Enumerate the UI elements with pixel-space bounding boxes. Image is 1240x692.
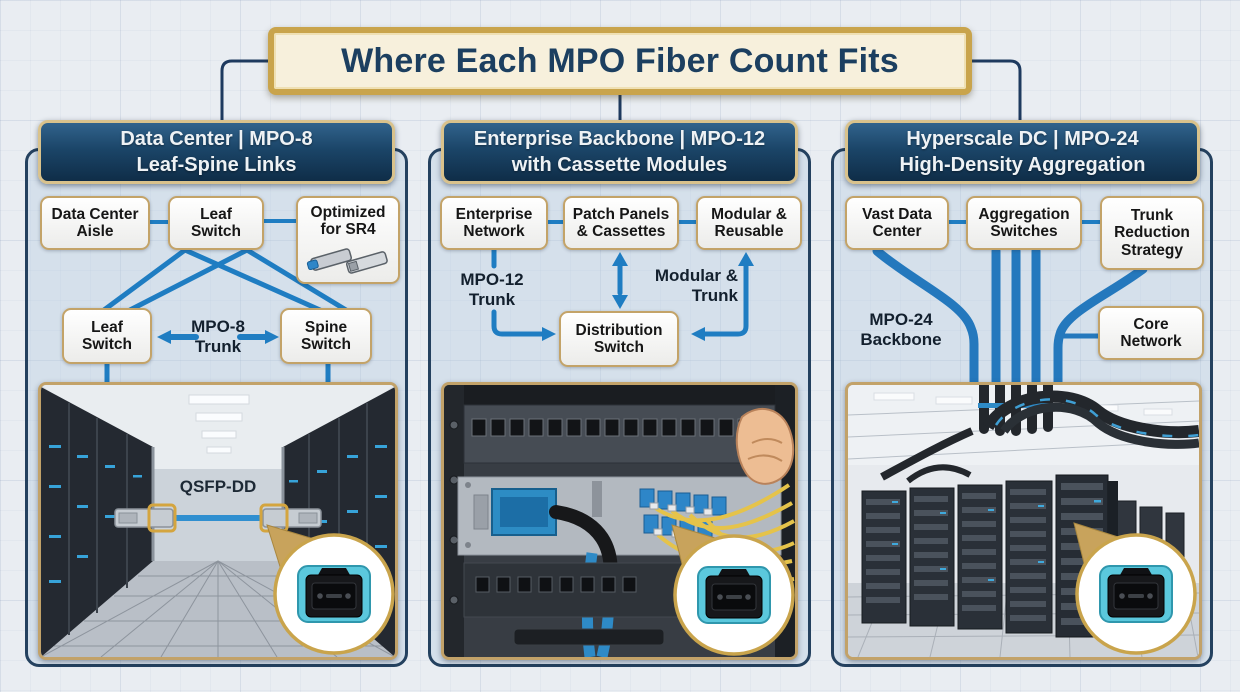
node-leaf-switch-top: Leaf Switch — [168, 196, 264, 250]
datacenter-aisle-scene — [41, 385, 395, 657]
header2-line2: with Cassette Modules — [511, 154, 728, 176]
hand — [735, 408, 795, 485]
image-datacenter-aisle — [38, 382, 398, 660]
image-patch-panel — [441, 382, 798, 660]
header2-line1: Enterprise Backbone | MPO-12 — [473, 128, 766, 150]
label-modular-trunk: Modular & Trunk — [654, 266, 738, 305]
node-enterprise-network: Enterprise Network — [440, 196, 548, 250]
header3-line1: Hyperscale DC | MPO-24 — [906, 128, 1139, 150]
mpo-connector-inset — [273, 533, 395, 655]
label-mpo8-trunk: MPO-8 Trunk — [191, 317, 245, 356]
node-modular-reusable: Modular & Reusable — [696, 196, 802, 250]
patch-panel-scene — [444, 385, 795, 657]
label-mpo24-backbone: MPO-24 Backbone — [860, 310, 942, 349]
qsfp-link — [114, 503, 322, 533]
node-spine-switch: Spine Switch — [280, 308, 372, 364]
node-data-center-aisle: Data Center Aisle — [40, 196, 150, 250]
node-distribution-switch: Distribution Switch — [559, 311, 679, 367]
overhead-cable-bundles — [880, 385, 1199, 484]
header1-line1: Data Center | MPO-8 — [120, 128, 313, 150]
node-trunk-reduction-strategy: Trunk Reduction Strategy — [1100, 196, 1204, 270]
header-hyperscale-mpo24: Hyperscale DC | MPO-24 High-Density Aggr… — [845, 120, 1200, 184]
header-datacenter-mpo8: Data Center | MPO-8 Leaf-Spine Links — [38, 120, 395, 184]
node-leaf-switch: Leaf Switch — [62, 308, 152, 364]
page-title: Where Each MPO Fiber Count Fits — [268, 27, 972, 95]
left-rack-row — [41, 387, 155, 657]
header-enterprise-mpo12: Enterprise Backbone | MPO-12 with Casset… — [441, 120, 798, 184]
node-aggregation-switches: Aggregation Switches — [966, 196, 1082, 250]
node-optimized-sr4: Optimized for SR4 — [296, 196, 400, 284]
node-patch-panels-cassettes: Patch Panels & Cassettes — [563, 196, 679, 250]
node-optimized-sr4-label: Optimized for SR4 — [310, 204, 386, 239]
label-mpo12-trunk: MPO-12 Trunk — [460, 270, 524, 309]
node-vast-data-center: Vast Data Center — [845, 196, 949, 250]
node-core-network: Core Network — [1098, 306, 1204, 360]
rack-rail-left — [444, 385, 464, 657]
image-hyperscale-hall — [845, 382, 1202, 660]
hyperscale-hall-scene — [848, 385, 1199, 657]
mpo-connector-inset — [673, 534, 795, 656]
header1-line2: Leaf-Spine Links — [136, 154, 297, 176]
mpo-connector-inset — [1075, 533, 1197, 655]
header3-line2: High-Density Aggregation — [899, 154, 1146, 176]
caption-qsfp-dd: QSFP-DD — [179, 477, 257, 496]
top-patch-panel — [463, 404, 776, 464]
qsfp-transceiver-icon — [306, 247, 388, 274]
ceiling-lights — [188, 394, 250, 454]
